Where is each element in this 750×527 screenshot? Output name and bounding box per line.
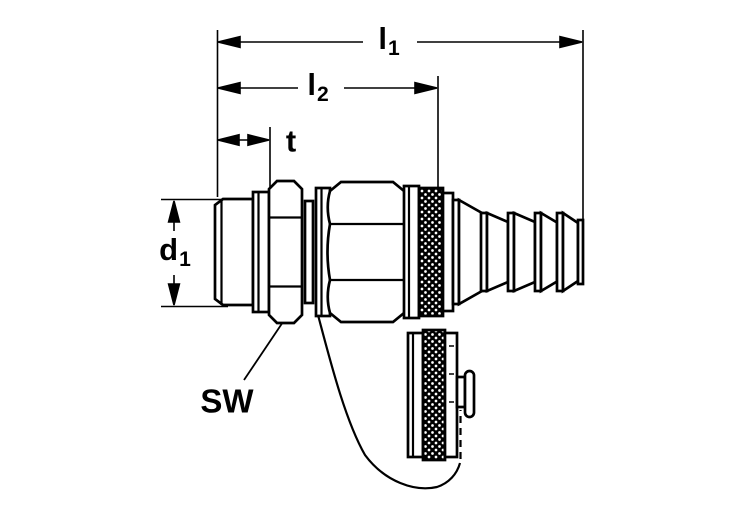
cap-mouth-band xyxy=(443,331,459,459)
dim-label-l2-sub: 2 xyxy=(316,82,329,106)
dim-l1-line xyxy=(217,35,583,49)
dim-label-l1-sub: 1 xyxy=(387,36,400,60)
dim-label-sw-base: SW xyxy=(200,382,254,420)
arrowhead-l2-right xyxy=(414,81,438,95)
dim-label-t-base: t xyxy=(285,123,297,159)
hose-barb xyxy=(479,210,585,294)
dim-label-l2: l2 xyxy=(307,69,328,105)
cap-pull-tab xyxy=(463,369,476,419)
coupling-body xyxy=(213,179,585,325)
arrowhead-d1-down xyxy=(167,283,181,306)
arrowhead-t-left xyxy=(217,133,240,147)
arrowhead-d1-up xyxy=(167,200,181,223)
dim-label-d1: d1 xyxy=(159,234,191,270)
sw-leader-line xyxy=(243,315,288,381)
dim-label-sw: SW xyxy=(200,385,253,418)
cap-knurl xyxy=(421,328,447,462)
dimension-lines xyxy=(161,30,584,381)
barb-tip-face xyxy=(576,218,585,286)
neck-washer xyxy=(303,199,315,305)
barb-cone xyxy=(457,197,484,307)
arrowhead-t-right xyxy=(247,133,270,147)
dim-label-l2-base: l xyxy=(307,67,316,103)
collar-ring xyxy=(402,184,421,320)
tether-cord xyxy=(316,314,462,490)
dim-d1-line xyxy=(161,198,228,308)
arrowhead-l2-left xyxy=(217,81,241,95)
male-thread xyxy=(213,197,255,307)
hex-nut xyxy=(267,179,304,325)
retainer-band xyxy=(441,191,455,313)
thread-washer xyxy=(251,190,271,314)
arrowhead-l1-right xyxy=(559,35,583,49)
dim-l2-line xyxy=(217,81,438,95)
knurled-ring xyxy=(417,186,445,318)
dim-label-l1-base: l xyxy=(378,21,387,57)
arrowhead-l1-left xyxy=(217,35,241,49)
dim-t-line xyxy=(217,133,270,147)
dim-label-d1-base: d xyxy=(159,232,179,268)
dim-label-d1-sub: 1 xyxy=(179,247,191,271)
dim-label-l1: l1 xyxy=(378,23,399,59)
grip-sleeve xyxy=(326,180,408,324)
protective-cap xyxy=(406,328,476,462)
flange-ring xyxy=(314,186,332,318)
cap-end-band xyxy=(406,331,425,459)
dim-label-t: t xyxy=(286,126,296,157)
